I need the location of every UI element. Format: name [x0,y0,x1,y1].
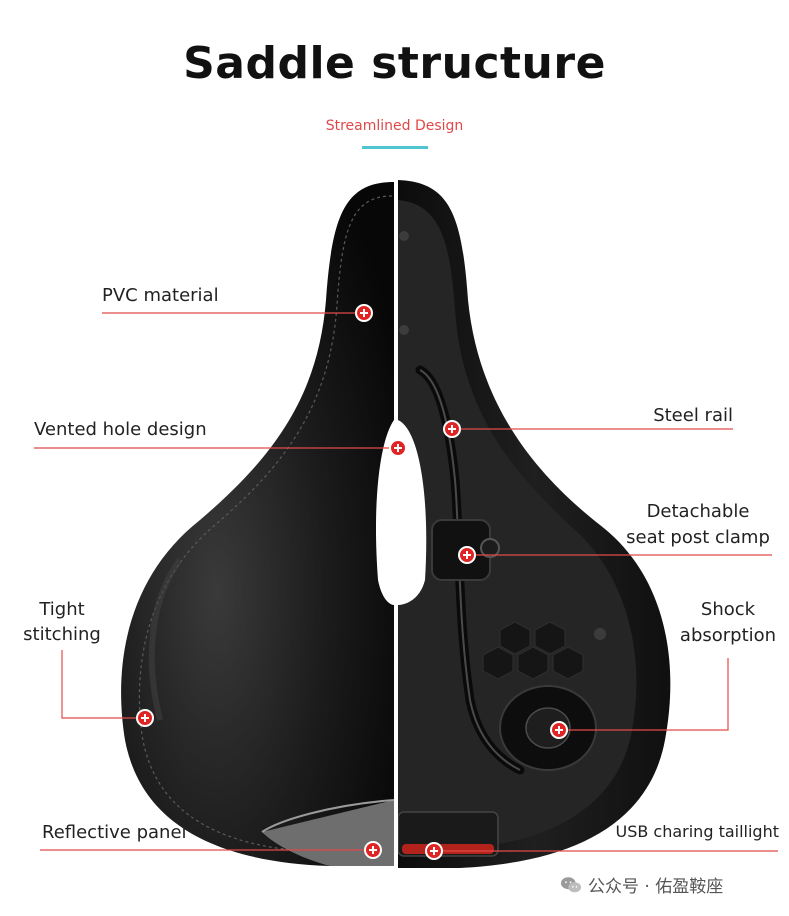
marker-pvc-icon [355,304,373,322]
leader-stitching [61,650,145,719]
leader-lines [34,312,778,852]
marker-usb-icon [425,842,443,860]
label-shock-line2: absorption [679,625,777,646]
label-pvc-material: PVC material [102,285,219,306]
label-stitching-line1: Tight [39,599,85,620]
label-clamp-line2: seat post clamp [626,527,770,548]
label-clamp-line1: Detachable [646,501,750,522]
saddle-underside-half [398,180,671,868]
leader-shock [559,658,729,731]
markers [136,304,568,860]
marker-vented-icon [389,439,407,457]
subtitle: Streamlined Design [325,118,464,134]
watermark-text: 公众号 · 佑盈鞍座 [588,877,724,897]
marker-steel-rail-icon [443,420,461,438]
label-reflective-panel: Reflective panel [42,822,187,843]
marker-clamp-icon [458,546,476,564]
watermark: 公众号 · 佑盈鞍座 [560,872,723,897]
label-vented-hole: Vented hole design [34,419,207,440]
label-steel-rail: Steel rail [653,405,733,426]
marker-reflective-icon [364,841,382,859]
marker-shock-icon [550,721,568,739]
wechat-icon [560,876,582,892]
subtitle-underline [362,146,428,149]
label-usb-taillight: USB charing taillight [615,822,779,841]
marker-stitching-icon [136,709,154,727]
label-stitching-line2: stitching [23,624,101,645]
label-shock-line1: Shock [700,599,756,620]
page-title: Saddle structure [183,38,606,89]
